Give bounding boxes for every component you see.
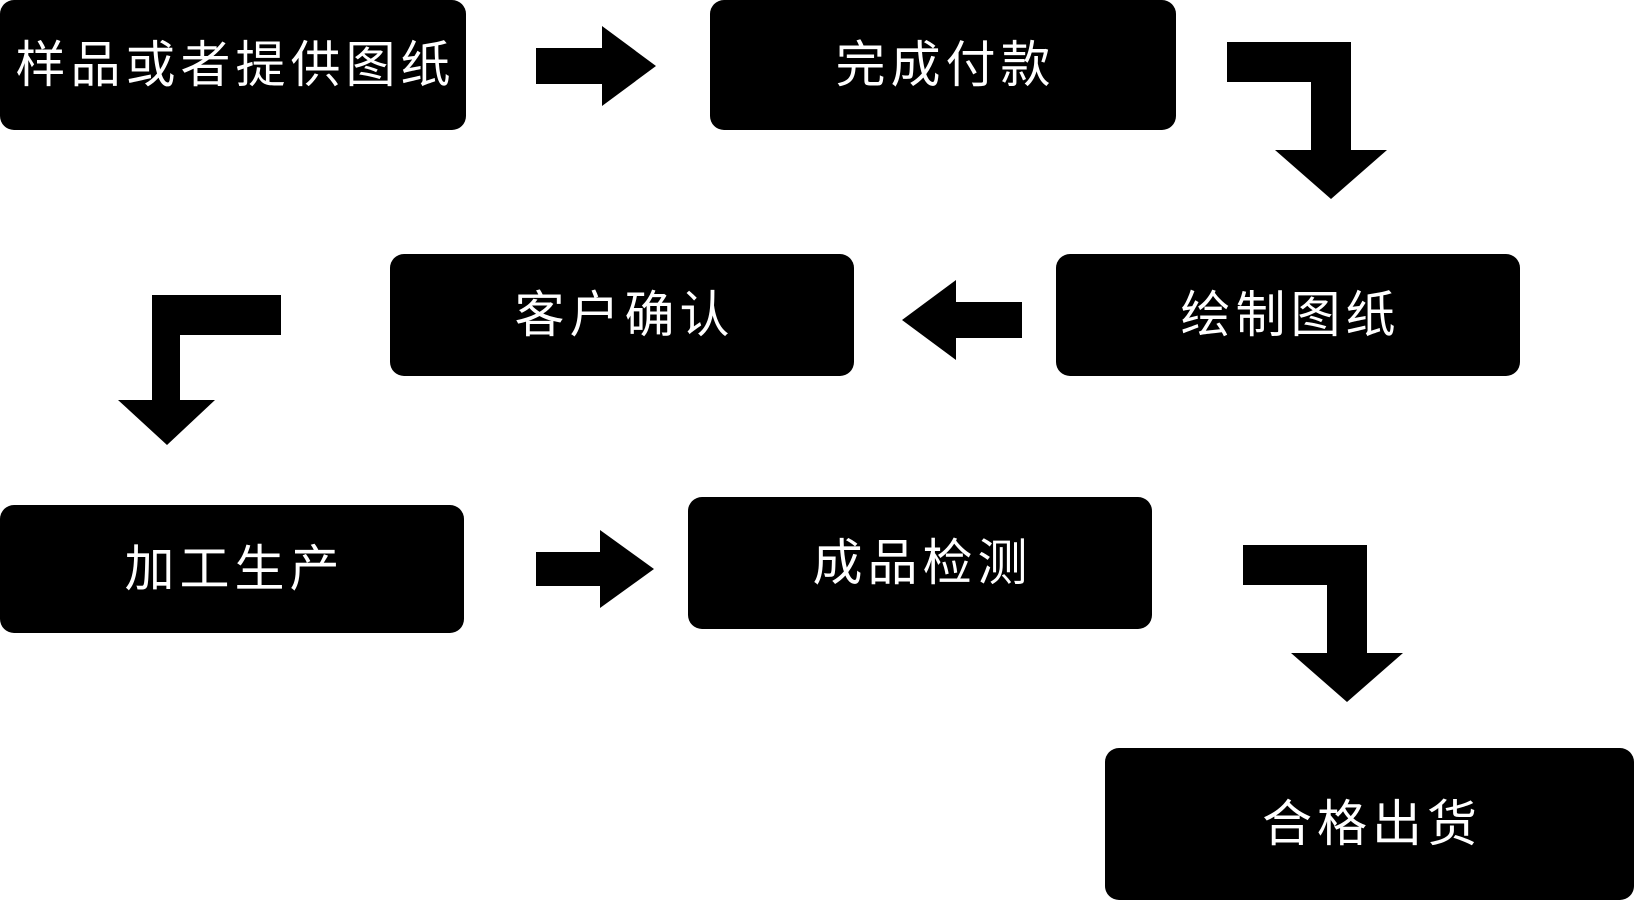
elbow-arrow-right-down-icon-1 (1227, 42, 1387, 199)
arrow-right-icon-2 (536, 530, 654, 608)
flow-node-label: 客户确认 (514, 287, 735, 343)
flow-node-complete-payment[interactable]: 完成付款 (710, 0, 1176, 130)
flow-node-customer-confirmation[interactable]: 客户确认 (390, 254, 854, 376)
arrow-left-icon-1 (902, 280, 1022, 360)
elbow-arrow-right-down-icon-2 (1243, 545, 1403, 702)
flow-node-finished-product-inspection[interactable]: 成品检测 (688, 497, 1152, 629)
flow-node-label: 合格出货 (1262, 796, 1482, 852)
flow-node-label: 绘制图纸 (1180, 287, 1401, 343)
flow-node-label: 完成付款 (835, 37, 1056, 93)
flow-node-draw-drawings[interactable]: 绘制图纸 (1056, 254, 1520, 376)
flow-node-label: 成品检测 (812, 535, 1033, 591)
elbow-arrow-left-down-icon-1 (118, 295, 281, 445)
flow-node-label: 样品或者提供图纸 (15, 37, 456, 93)
flow-node-processing-production[interactable]: 加工生产 (0, 505, 464, 633)
flow-node-sample-or-drawing[interactable]: 样品或者提供图纸 (0, 0, 466, 130)
flow-node-qualified-shipment[interactable]: 合格出货 (1105, 748, 1634, 900)
arrow-right-icon-1 (536, 26, 656, 106)
flow-node-label: 加工生产 (124, 541, 345, 597)
